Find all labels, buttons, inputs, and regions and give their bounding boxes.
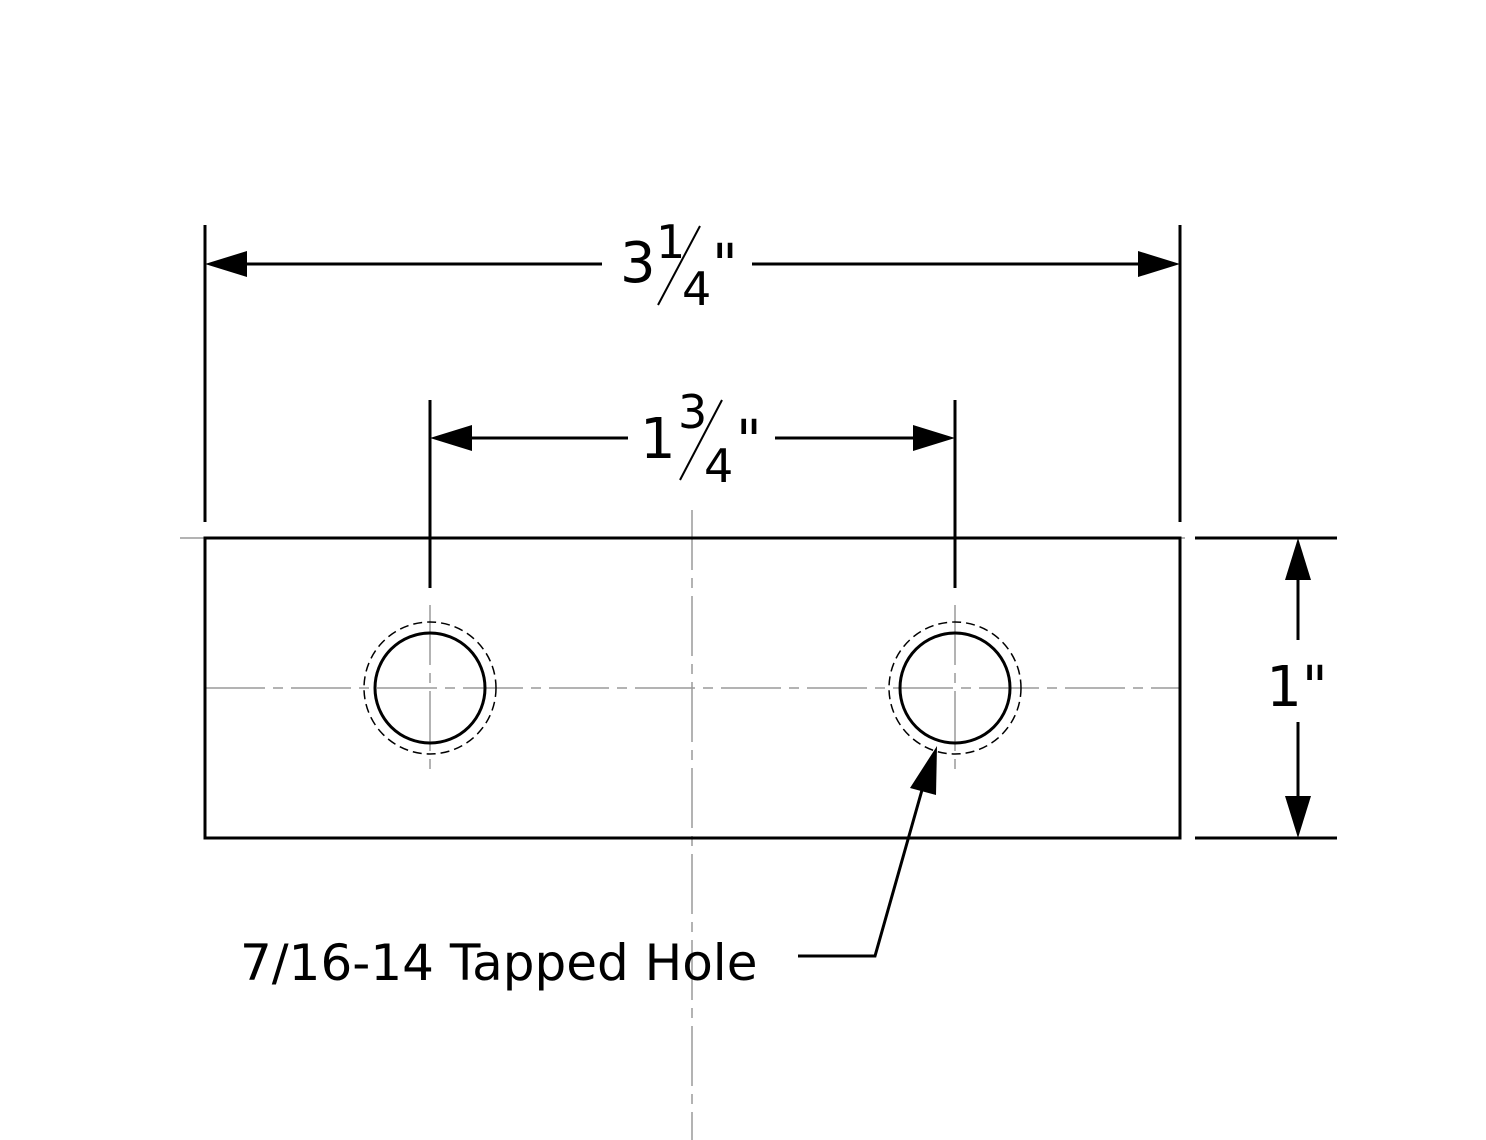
height-label: 1" bbox=[1266, 655, 1327, 720]
overall-width-whole: 3 bbox=[620, 231, 656, 296]
centerlines bbox=[180, 510, 1185, 1140]
left-tapped-hole bbox=[363, 621, 497, 755]
overall-width-numerator: 1 bbox=[656, 215, 685, 269]
overall-width-unit: " bbox=[712, 233, 738, 298]
hole-spacing-fraction-slash bbox=[679, 399, 723, 481]
overall-width-arrow-right bbox=[1138, 251, 1180, 277]
overall-width-dimension: 3 1 4 " bbox=[203, 215, 1182, 522]
hole-spacing-numerator: 3 bbox=[678, 385, 707, 439]
height-arrow-bottom bbox=[1285, 796, 1311, 838]
hole-spacing-arrow-left bbox=[430, 425, 472, 451]
hole-callout: 7/16-14 Tapped Hole bbox=[240, 746, 937, 992]
left-hole-thread-major-diameter bbox=[363, 621, 497, 755]
leader-line bbox=[798, 789, 924, 958]
hole-spacing-dimension: 1 3 4 " bbox=[428, 385, 957, 588]
right-hole-minor-diameter bbox=[898, 631, 1012, 745]
overall-width-fraction-slash bbox=[657, 225, 701, 306]
height-arrow-top bbox=[1285, 538, 1311, 580]
leader-arrowhead bbox=[910, 746, 937, 795]
hole-spacing-unit: " bbox=[736, 409, 762, 474]
part-outline bbox=[203, 536, 1182, 840]
height-dimension: 1" bbox=[1195, 536, 1337, 840]
left-hole-minor-diameter bbox=[373, 631, 487, 745]
hole-spacing-whole: 1 bbox=[640, 407, 676, 472]
right-tapped-hole bbox=[888, 621, 1022, 755]
overall-width-denominator: 4 bbox=[682, 262, 711, 316]
overall-width-arrow-left bbox=[205, 251, 247, 277]
hole-spacing-denominator: 4 bbox=[704, 439, 733, 493]
right-hole-thread-major-diameter bbox=[888, 621, 1022, 755]
hole-callout-note: 7/16-14 Tapped Hole bbox=[240, 934, 757, 992]
hole-spacing-arrow-right bbox=[913, 425, 955, 451]
